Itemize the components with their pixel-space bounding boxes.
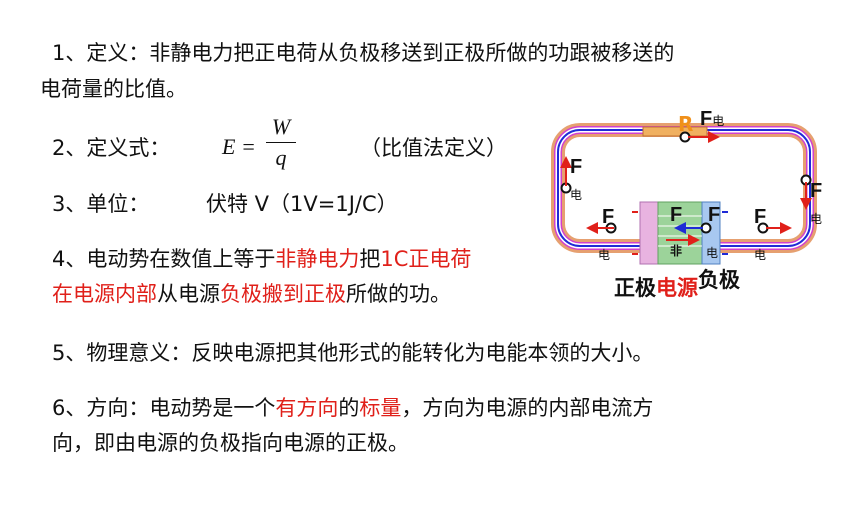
force-label-source-electric: F	[708, 204, 721, 226]
numeric-text-1: 4、电动势在数值上等于	[52, 247, 276, 271]
force-label-left: F	[570, 156, 583, 178]
formula-lhs: E =	[222, 134, 256, 159]
force-label-top: F电	[700, 108, 724, 131]
resistor-label: R	[678, 112, 694, 136]
numeric-line-1: 4、电动势在数值上等于非静电力把1C正电荷	[52, 244, 471, 274]
force-label-right: F	[810, 180, 823, 202]
numeric-highlight-4: 负极搬到正极	[220, 282, 346, 306]
formula-label: 2、定义式：	[52, 136, 171, 160]
source-label: 电源	[656, 276, 698, 300]
numeric-highlight-1: 非静电力	[275, 247, 360, 271]
fraction-bar	[266, 142, 296, 143]
definition-line-2: 电荷量的比值。	[40, 77, 187, 101]
definition-line-1: 1、定义：非静电力把正电荷从负极移送到正极所做的功跟被移送的	[52, 41, 675, 65]
circuit-diagram: R F电 F 电 F 电 F 电 F 非 F 电 F 电 正极电源负极	[548, 108, 860, 308]
numeric-text-3: 从电源	[157, 282, 220, 306]
formula-denominator: q	[275, 145, 287, 170]
numeric-text-2: 把	[359, 247, 381, 271]
force-sub-source-electric: 电	[706, 246, 719, 260]
force-label-source-nonstatic: F	[670, 204, 683, 226]
negative-label: 负极	[698, 268, 740, 292]
formula-note: （比值法定义）	[360, 136, 507, 160]
unit-value: 伏特 V（1V=1J/C）	[206, 192, 398, 216]
direction-highlight-2: 标量	[359, 396, 402, 420]
direction-line-1: 6、方向：电动势是一个有方向的标量，方向为电源的内部电流方	[52, 393, 653, 423]
numeric-highlight-3: 在电源内部	[52, 282, 157, 306]
numeric-highlight-2: 1C正电荷	[380, 247, 472, 271]
force-label-bottom-right: F	[754, 206, 767, 228]
force-letter-top: F	[700, 108, 713, 130]
negative-plate	[701, 201, 721, 265]
direction-line-2: 向，即由电源的负极指向电源的正极。	[52, 431, 409, 455]
numeric-text-4: 所做的功。	[346, 282, 451, 306]
force-sub-bottom-right: 电	[754, 248, 767, 262]
resistor	[642, 126, 708, 137]
force-sub-bottom-left: 电	[598, 248, 611, 262]
force-sub-left: 电	[570, 188, 583, 202]
positive-label: 正极	[614, 276, 656, 300]
force-label-bottom-left: F	[602, 206, 615, 228]
numeric-line-2: 在电源内部从电源负极搬到正极所做的功。	[52, 279, 451, 309]
formula-numerator: W	[271, 114, 291, 139]
direction-text-2: 的	[338, 396, 360, 420]
circuit-svg	[551, 123, 817, 265]
force-sub-source-nonstatic: 非	[670, 244, 683, 258]
force-sub-right: 电	[810, 212, 823, 226]
force-sub-top: 电	[712, 114, 725, 128]
direction-highlight-1: 有方向	[275, 396, 339, 420]
positive-plate	[639, 201, 659, 265]
source-caption: 正极电源负极	[614, 268, 740, 302]
meaning-line: 5、物理意义：反映电源把其他形式的能转化为电能本领的大小。	[52, 341, 654, 365]
unit-label: 3、单位：	[52, 192, 150, 216]
formula-fraction: W q	[266, 114, 296, 171]
direction-text-1: 6、方向：电动势是一个	[52, 396, 276, 420]
direction-text-3: ，方向为电源的内部电流方	[401, 396, 654, 420]
